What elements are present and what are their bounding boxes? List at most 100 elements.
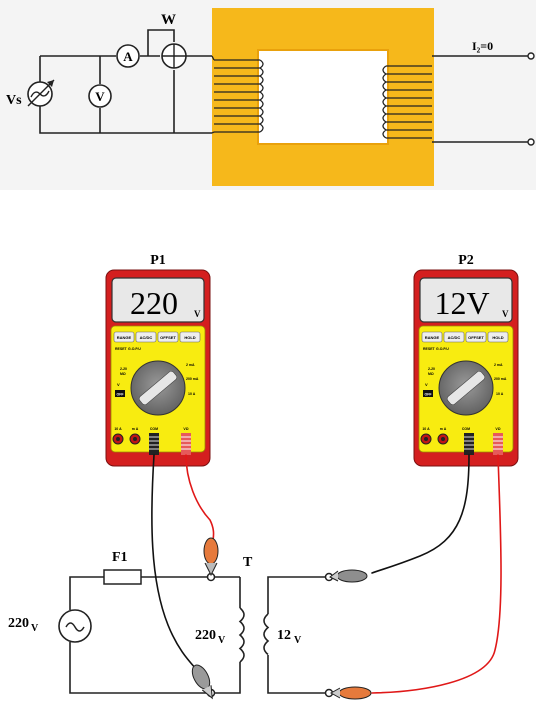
acdc-button[interactable] [443, 331, 465, 343]
p1-black-lead [151, 454, 198, 671]
button-row: RANGE AC/DC OFFSET HOLD RESET G.O.P.U [113, 331, 201, 351]
secondary-winding [263, 613, 270, 656]
com-plug [149, 433, 159, 455]
range-button[interactable] [113, 331, 135, 343]
primary-voltage-value: 220 [195, 628, 216, 643]
fuse-label: F1 [112, 550, 128, 565]
voltmeter-symbol: V [88, 84, 112, 108]
jack-label: 10 A [422, 427, 430, 431]
rotary-dial[interactable] [438, 360, 494, 416]
ammeter-letter: A [123, 49, 133, 64]
jack-label: VΩ [183, 427, 188, 431]
primary-voltage-unit: V [218, 635, 226, 646]
lcd-unit: V [502, 309, 509, 319]
offset-button-label: OFFSET [160, 335, 176, 340]
fuse-symbol [103, 569, 142, 585]
v-plug [181, 433, 191, 455]
transformer-test-diagram: Vs A V W [0, 0, 536, 190]
dial-mark: 2-20 [428, 367, 435, 371]
offset-button-label: OFFSET [468, 335, 484, 340]
dial-mark: 10 A [188, 392, 196, 396]
p1-red-clip [203, 537, 219, 577]
jack-label: COM [462, 427, 470, 431]
range-button[interactable] [421, 331, 443, 343]
dial-mark: MΩ [428, 372, 434, 376]
jack-label: VΩ [495, 427, 500, 431]
offset-button[interactable] [157, 331, 179, 343]
button-row: RANGE AC/DC OFFSET HOLD RESET G.O.P.U [421, 331, 509, 351]
acdc-button-label: AC/DC [140, 335, 153, 340]
lcd-display [419, 277, 513, 323]
voltmeter-letter: V [95, 89, 105, 104]
hold-button-label: HOLD [492, 335, 503, 340]
off-badge [423, 390, 433, 397]
dial-mark: 200 mA [494, 377, 507, 381]
wattmeter-symbol [161, 43, 187, 69]
gopu-label: G.O.P.U [436, 347, 449, 351]
ammeter-symbol: A [116, 44, 140, 68]
off-badge [115, 390, 125, 397]
range-button-label: RANGE [425, 335, 440, 340]
dial-mark: V [117, 382, 120, 387]
dial-mark: V [425, 382, 428, 387]
dial-mark: MΩ [120, 372, 126, 376]
secondary-voltage-unit: V [294, 635, 302, 646]
hold-button[interactable] [179, 331, 201, 343]
primary-loop-wires [69, 576, 241, 694]
dial-mark: 2 mA [186, 363, 195, 367]
multimeter-p1: P1 220 V RANGE AC/DC OFFSET HOLD RESET G… [105, 253, 211, 467]
off-label: OFF [117, 393, 125, 397]
source-voltage-unit: V [31, 623, 39, 634]
secondary-coil [382, 65, 432, 139]
test-leads [151, 454, 502, 694]
hold-button-label: HOLD [184, 335, 195, 340]
secondary-voltage-value: 12 [277, 628, 291, 643]
p2-black-clip [329, 569, 368, 583]
dial-markings: 2-20 MΩ V OFF 2 mA 200 mA 10 A [115, 363, 199, 397]
acdc-button-label: AC/DC [448, 335, 461, 340]
p1-black-clip [191, 664, 213, 700]
ac-source-symbol [27, 79, 55, 107]
primary-winding [238, 607, 245, 663]
secondary-leads [432, 55, 530, 143]
ac-source-symbol [58, 609, 92, 643]
lcd-value: 12V [434, 285, 489, 321]
input-jacks: 10 A m A COM VΩ [420, 427, 501, 445]
transformer-label: T [243, 555, 253, 570]
reset-label: RESET [115, 347, 128, 351]
meter-label: P1 [150, 253, 166, 268]
gopu-label: G.O.P.U [128, 347, 141, 351]
wattmeter-label: W [161, 12, 176, 28]
off-label: OFF [425, 393, 433, 397]
dial-mark: 200 mA [186, 377, 199, 381]
transformer-core [212, 8, 434, 186]
secondary-current-label: I₂=0 [472, 39, 493, 53]
secondary-terminal-bottom [527, 138, 535, 146]
p2-red-lead [371, 454, 502, 694]
multimeter-p2: P2 12V V RANGE AC/DC OFFSET HOLD RESET G… [413, 253, 519, 467]
lcd-display [111, 277, 205, 323]
input-jacks: 10 A m A COM VΩ [112, 427, 189, 445]
acdc-button[interactable] [135, 331, 157, 343]
secondary-loop-wires [267, 576, 329, 694]
jack-label: 10 A [114, 427, 122, 431]
rotary-dial[interactable] [130, 360, 186, 416]
meter-label: P2 [458, 253, 474, 268]
p2-red-clip [329, 686, 372, 700]
dial-mark: 2 mA [494, 363, 503, 367]
p1-red-lead [185, 454, 215, 541]
dial-mark: 2-20 [120, 367, 127, 371]
p2-black-lead [371, 454, 470, 574]
v-plug [493, 433, 503, 455]
source-label: Vs [6, 93, 22, 108]
primary-coil [211, 55, 264, 134]
com-plug [464, 433, 474, 455]
hold-button[interactable] [487, 331, 509, 343]
offset-button[interactable] [465, 331, 487, 343]
dial-mark: 10 A [496, 392, 504, 396]
